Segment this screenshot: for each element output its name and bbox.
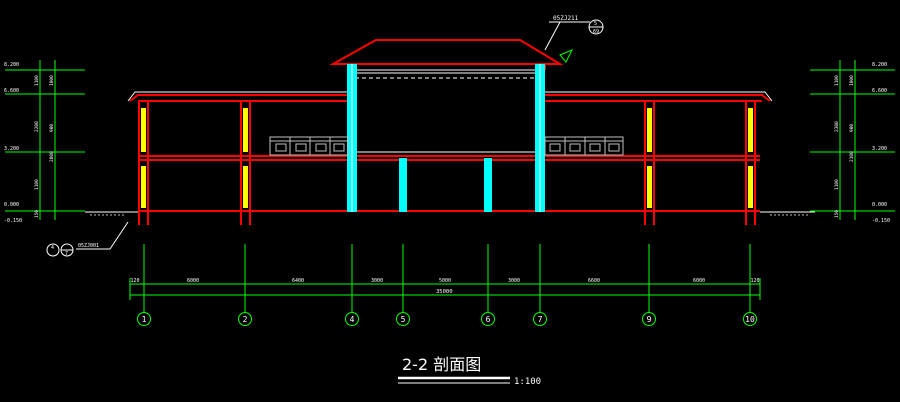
slab-roof-right bbox=[545, 94, 771, 102]
perimeter-columns bbox=[141, 108, 753, 208]
detail-callout-roof: 05ZJ211 5 69 bbox=[544, 15, 604, 63]
vdim-left-3: 2200 bbox=[34, 121, 40, 132]
axis-label-10: 10 bbox=[745, 315, 755, 324]
railing-right bbox=[544, 136, 624, 156]
axis-label-2: 2 bbox=[243, 315, 248, 324]
vdim-right-4: 900 bbox=[849, 124, 855, 132]
axis-bubble-5 bbox=[396, 312, 410, 326]
level-left-2: 6.600 bbox=[4, 88, 19, 94]
detail-callout-ground: 4 7 05ZJ001 bbox=[46, 221, 129, 257]
slab-roof-left bbox=[129, 94, 350, 102]
roof-outline bbox=[127, 91, 773, 102]
slab-first-floor bbox=[138, 155, 760, 161]
axis-bubble-2 bbox=[238, 312, 252, 326]
elevation-scale-left bbox=[5, 60, 85, 220]
span-dimension-labels: 120 6000 6400 3000 5000 3000 6600 6000 120 bbox=[130, 278, 759, 284]
vdim-left-6: 1100 bbox=[34, 179, 40, 190]
axis-bubbles: 1 2 4 5 6 7 9 10 bbox=[137, 312, 757, 326]
span-dim-7: 6000 bbox=[693, 278, 705, 284]
level-left-4: 0.000 bbox=[4, 202, 19, 208]
elevation-labels-left: 8.200 6.600 3.200 0.000 -0.150 bbox=[4, 62, 22, 224]
vdim-right-2: 1000 bbox=[849, 75, 855, 86]
railing-left bbox=[269, 136, 349, 156]
left-callout-ref: 05ZJ001 bbox=[78, 243, 99, 249]
level-left-1: 8.200 bbox=[4, 62, 19, 68]
elevation-scale-right bbox=[810, 60, 895, 220]
axis-bubble-4 bbox=[345, 312, 359, 326]
vdim-right-3: 2300 bbox=[834, 121, 840, 132]
axis-grid-lines bbox=[129, 244, 761, 312]
elevation-labels-right: 8.200 6.600 3.200 0.000 -0.150 bbox=[872, 62, 890, 224]
level-right-5: -0.150 bbox=[872, 218, 890, 224]
detail-num-top: 5 bbox=[594, 21, 597, 27]
axis-bubble-6 bbox=[481, 312, 495, 326]
dimension-lines bbox=[130, 283, 760, 296]
span-dim-8: 120 bbox=[750, 278, 759, 284]
vdim-left-7: 150 bbox=[34, 210, 40, 218]
axis-label-4: 4 bbox=[350, 315, 355, 324]
axis-bubble-7 bbox=[533, 312, 547, 326]
central-pitched-roof bbox=[329, 39, 564, 71]
vertical-dims-right: 1100 1000 2300 900 2100 1100 150 bbox=[834, 75, 855, 218]
span-dim-4: 5000 bbox=[439, 278, 451, 284]
axis-label-9: 9 bbox=[647, 315, 652, 324]
vdim-right-7: 150 bbox=[834, 210, 840, 218]
axis-label-5: 5 bbox=[401, 315, 406, 324]
central-column-outlines bbox=[351, 64, 541, 212]
drawing-scale: 1:100 bbox=[514, 377, 541, 387]
vdim-left-5: 2000 bbox=[49, 151, 55, 162]
axis-label-6: 6 bbox=[486, 315, 491, 324]
drawing-title: 2-2 剖面图 bbox=[402, 355, 481, 374]
span-dim-2: 6400 bbox=[292, 278, 304, 284]
axis-bubble-10 bbox=[743, 312, 757, 326]
span-dim-0: 120 bbox=[130, 278, 139, 284]
level-right-4: 0.000 bbox=[872, 202, 887, 208]
span-dim-6: 6600 bbox=[588, 278, 600, 284]
level-right-3: 3.200 bbox=[872, 146, 887, 152]
level-right-2: 6.600 bbox=[872, 88, 887, 94]
vdim-left-2: 1000 bbox=[49, 75, 55, 86]
axis-bubble-1 bbox=[137, 312, 151, 326]
column-red-stubs bbox=[138, 101, 756, 225]
vdim-left-4: 900 bbox=[49, 124, 55, 132]
detail-ref-text: 05ZJ211 bbox=[553, 15, 579, 22]
vdim-left-1: 1100 bbox=[34, 75, 40, 86]
span-dim-1: 6000 bbox=[187, 278, 199, 284]
central-clerestory-pattern bbox=[355, 72, 540, 153]
span-dim-5: 3000 bbox=[508, 278, 520, 284]
central-columns bbox=[347, 64, 545, 212]
detail-num-bottom: 69 bbox=[593, 29, 599, 35]
vdim-right-5: 2100 bbox=[849, 151, 855, 162]
level-right-1: 8.200 bbox=[872, 62, 887, 68]
ground-line bbox=[85, 211, 815, 216]
level-left-3: 3.200 bbox=[4, 146, 19, 152]
left-callout-top: 4 bbox=[51, 245, 54, 251]
vdim-right-6: 1100 bbox=[834, 179, 840, 190]
level-left-5: -0.150 bbox=[4, 218, 22, 224]
axis-label-7: 7 bbox=[538, 315, 543, 324]
span-dim-3: 3000 bbox=[371, 278, 383, 284]
vertical-dims-left: 1100 1000 2200 900 2000 1100 150 bbox=[34, 75, 55, 218]
axis-bubble-9 bbox=[642, 312, 656, 326]
total-dimension: 35000 bbox=[436, 289, 453, 295]
title-underline bbox=[398, 376, 510, 384]
axis-label-1: 1 bbox=[142, 315, 147, 324]
vdim-right-1: 1100 bbox=[834, 75, 840, 86]
left-callout-bottom: 7 bbox=[65, 251, 68, 257]
